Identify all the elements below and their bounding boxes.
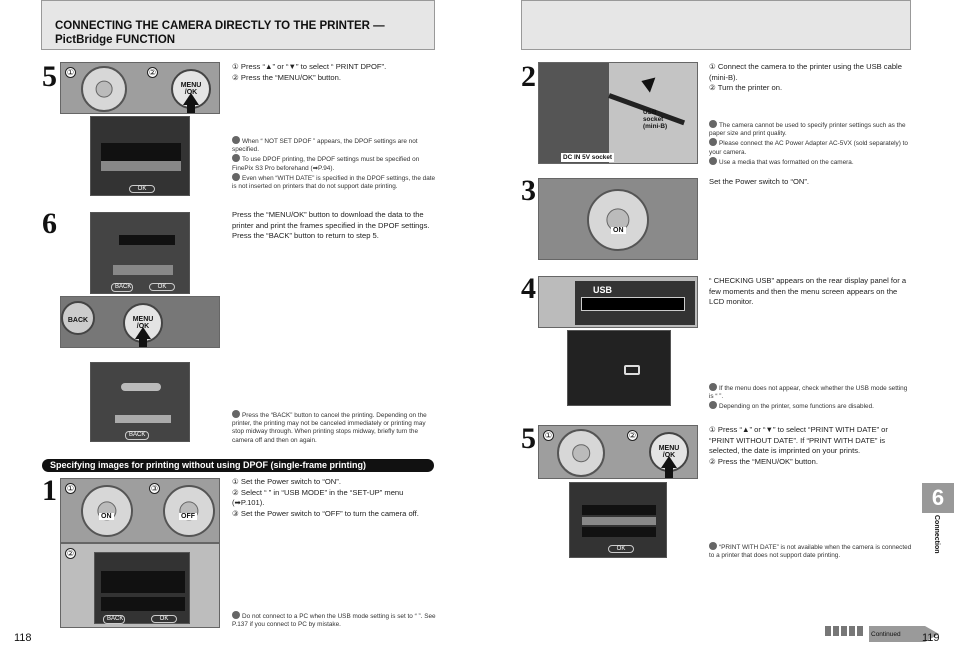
note-icon [232, 172, 240, 181]
step-1-instructions: ① Set the Power switch to “ON”. ② Select… [232, 477, 419, 518]
step-2-number: 2 [521, 60, 536, 93]
section-title-line1: CONNECTING THE CAMERA DIRECTLY TO THE PR… [55, 20, 385, 32]
marker-1: ① [543, 430, 554, 441]
chapter-label: Connection [933, 515, 940, 554]
press-arrow-icon [183, 93, 199, 105]
page-number: 119 [922, 632, 940, 644]
usb-socket-label: USB socket (mini-B) [643, 109, 668, 130]
step-3-power-switch-photo: ON [538, 178, 698, 260]
back-button: BACK [61, 301, 95, 335]
note-icon [709, 156, 717, 165]
press-arrow-icon [135, 327, 151, 339]
note-icon [232, 410, 240, 418]
page-number: 118 [14, 632, 32, 644]
switch-on-label: ON [99, 513, 114, 520]
step-6-buttons-photo: BACK MENU /OK [60, 296, 220, 348]
usb-panel-text: USB [593, 285, 613, 295]
insert-arrow-icon [638, 73, 656, 93]
section-header: CONNECTING THE CAMERA DIRECTLY TO THE PR… [41, 0, 435, 50]
lcd-back-label: BACK [111, 283, 133, 292]
note-icon [709, 383, 717, 391]
switch-on-label: ON [611, 227, 626, 234]
continued-arrow-icon [869, 626, 939, 642]
step-4-lcd-screen [567, 330, 671, 406]
note-icon [709, 401, 717, 410]
marker-3: ③ [149, 483, 160, 494]
step-1-lcd-screen: BACK OK [94, 552, 190, 624]
right-page: 2 USB socket (mini-B) DC IN 5V socket ① … [477, 0, 954, 667]
continued-label: Continued [871, 631, 901, 638]
four-way-dial [81, 66, 127, 112]
step-5-number: 5 [42, 60, 57, 93]
dc-in-label: DC IN 5V socket [561, 153, 615, 162]
note-icon [232, 154, 240, 163]
left-page: CONNECTING THE CAMERA DIRECTLY TO THE PR… [14, 0, 436, 644]
chapter-tab: 6 [922, 483, 954, 513]
step-1-number: 1 [42, 474, 57, 507]
step-1-note: Do not connect to a PC when the USB mode… [232, 611, 436, 629]
marker-1: ① [65, 67, 76, 78]
step-5-number: 5 [521, 422, 536, 455]
step-6-lcd-screen: BACK OK [90, 212, 190, 294]
section-banner: Specifying images for printing without u… [42, 459, 434, 472]
lcd-ok-label: OK [149, 283, 175, 291]
step-4-instructions: “ CHECKING USB” appears on the rear disp… [709, 276, 907, 306]
power-switch [81, 485, 133, 537]
step-2-instructions: ① Connect the camera to the printer usin… [709, 62, 902, 92]
note-icon [232, 136, 240, 144]
step-3-instructions: Set the Power switch to “ON”. [709, 177, 810, 186]
step-4-number: 4 [521, 272, 536, 305]
lcd-ok-label: OK [129, 185, 155, 193]
step-5-lcd-screen: OK [569, 482, 667, 558]
step-6-note: Press the “BACK” button to cancel the pr… [232, 410, 427, 444]
lcd-back-label: BACK [103, 615, 125, 624]
step-5-camera-photo: ① ② MENU /OK [60, 62, 220, 114]
note-icon [709, 138, 717, 147]
marker-2: ② [627, 430, 638, 441]
continued-indicator: Continued [825, 626, 945, 642]
power-switch [587, 189, 649, 251]
section-title-line2: PictBridge FUNCTION [55, 34, 176, 46]
header-box [521, 0, 911, 50]
lcd-ok-label: OK [608, 545, 634, 553]
step-5-notes: When “ NOT SET DPOF ” appears, the DPOF … [232, 136, 436, 191]
power-switch [163, 485, 215, 537]
step-6-instructions: Press the “MENU/OK” button to download t… [232, 210, 430, 240]
step-5-note: “PRINT WITH DATE” is not available when … [709, 542, 912, 560]
printer-icon [624, 365, 640, 375]
step-2-notes: The camera cannot be used to specify pri… [709, 120, 908, 166]
step-6-number: 6 [42, 207, 57, 240]
step-3-number: 3 [521, 174, 536, 207]
step-4-notes: If the menu does not appear, check wheth… [709, 383, 908, 411]
marker-1: ① [65, 483, 76, 494]
note-icon [709, 542, 717, 550]
step-5-camera-photo: ① ② MENU /OK [538, 425, 698, 479]
lcd-ok-label: OK [151, 615, 177, 623]
four-way-dial [557, 429, 605, 477]
lcd-back-label: BACK [125, 431, 149, 440]
marker-2: ② [65, 548, 76, 559]
step-5-lcd-screen: OK [90, 116, 190, 196]
note-icon [232, 611, 240, 619]
step-1-power-switch-photo: ① ON ③ OFF [60, 478, 220, 543]
step-5-instructions: ① Press “▲” or “▼” to select “ PRINT DPO… [232, 62, 387, 82]
step-5-instructions: ① Press “▲” or “▼” to select “PRINT WITH… [709, 425, 888, 466]
step-6-printing-lcd: BACK [90, 362, 190, 442]
switch-off-label: OFF [179, 513, 197, 520]
step-2-usb-connection-photo: USB socket (mini-B) DC IN 5V socket [538, 62, 698, 164]
step-4-rear-panel-photo: USB [538, 276, 698, 328]
marker-2: ② [147, 67, 158, 78]
note-icon [709, 120, 717, 128]
press-arrow-icon [661, 456, 677, 468]
